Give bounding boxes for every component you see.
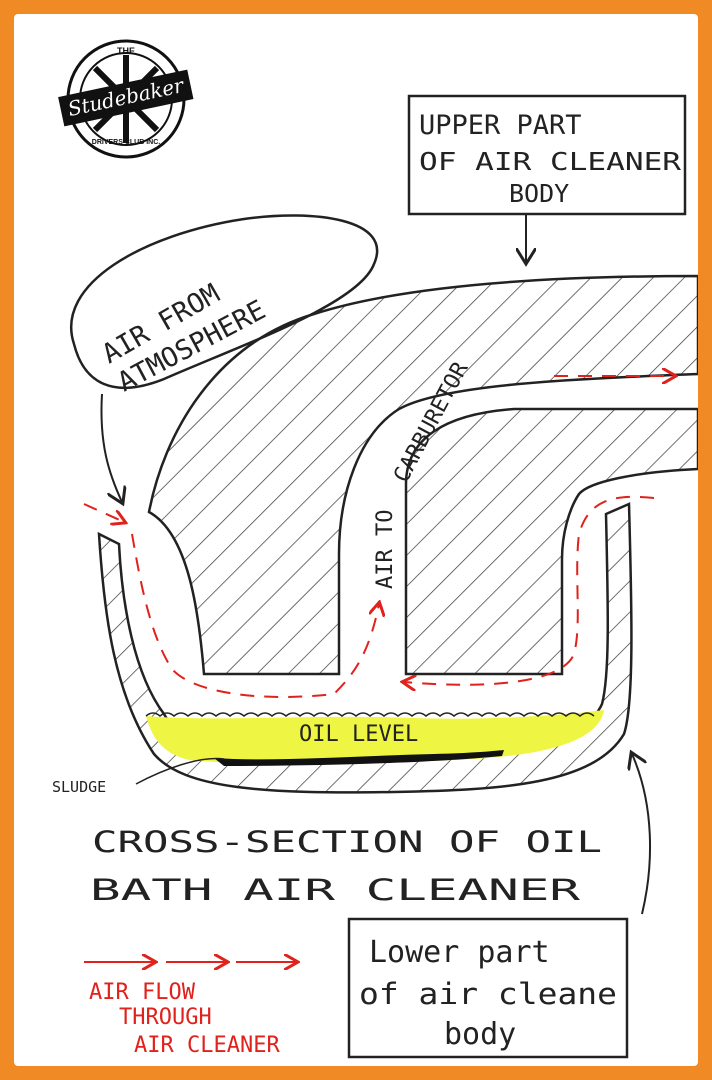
sludge-layer — [214, 750, 504, 766]
logo-bottom-text: DRIVERS CLUB INC. — [92, 139, 161, 146]
upper-part-line-1: UPPER PART — [419, 110, 582, 141]
airflow-arrows — [83, 376, 674, 698]
diagram-title-line-2: BATH AIR CLEANER — [90, 873, 581, 907]
lower-part-line-2: of air cleane — [359, 977, 617, 1011]
upper-part-line-3: BODY — [509, 179, 569, 208]
upper-part-line-2: OF AIR CLEANER — [419, 147, 682, 176]
upper-part-label-box: UPPER PART OF AIR CLEANER BODY — [407, 94, 687, 262]
lower-part-pointer — [632, 754, 651, 915]
diagram-title-line-1: CROSS-SECTION OF OIL — [92, 825, 602, 859]
logo-top-text: THE — [117, 46, 135, 56]
air-cleaner-diagram: Studebaker THE DRIVERS CLUB INC. UPPER P… — [52, 39, 698, 1059]
legend-line-2: THROUGH — [119, 1005, 212, 1030]
sludge-label: SLUDGE — [52, 778, 106, 796]
air-to-label: AIR TO — [373, 510, 398, 589]
lower-part-line-1: Lower part — [369, 935, 550, 970]
lower-part-label-box: Lower part of air cleane body — [347, 917, 629, 1059]
lower-part-line-3: body — [444, 1017, 516, 1052]
legend-line-1: AIR FLOW — [89, 980, 196, 1005]
diagram-card: Studebaker THE DRIVERS CLUB INC. UPPER P… — [14, 14, 698, 1066]
oil-surface-line — [145, 712, 595, 717]
oil-pool — [146, 710, 604, 764]
studebaker-logo: Studebaker THE DRIVERS CLUB INC. — [58, 39, 194, 159]
legend: AIR FLOW THROUGH AIR CLEANER — [84, 962, 296, 1058]
legend-line-3: AIR CLEANER — [134, 1033, 280, 1058]
inner-tube-hatched — [404, 407, 698, 676]
oil-level-label: OIL LEVEL — [299, 722, 418, 747]
